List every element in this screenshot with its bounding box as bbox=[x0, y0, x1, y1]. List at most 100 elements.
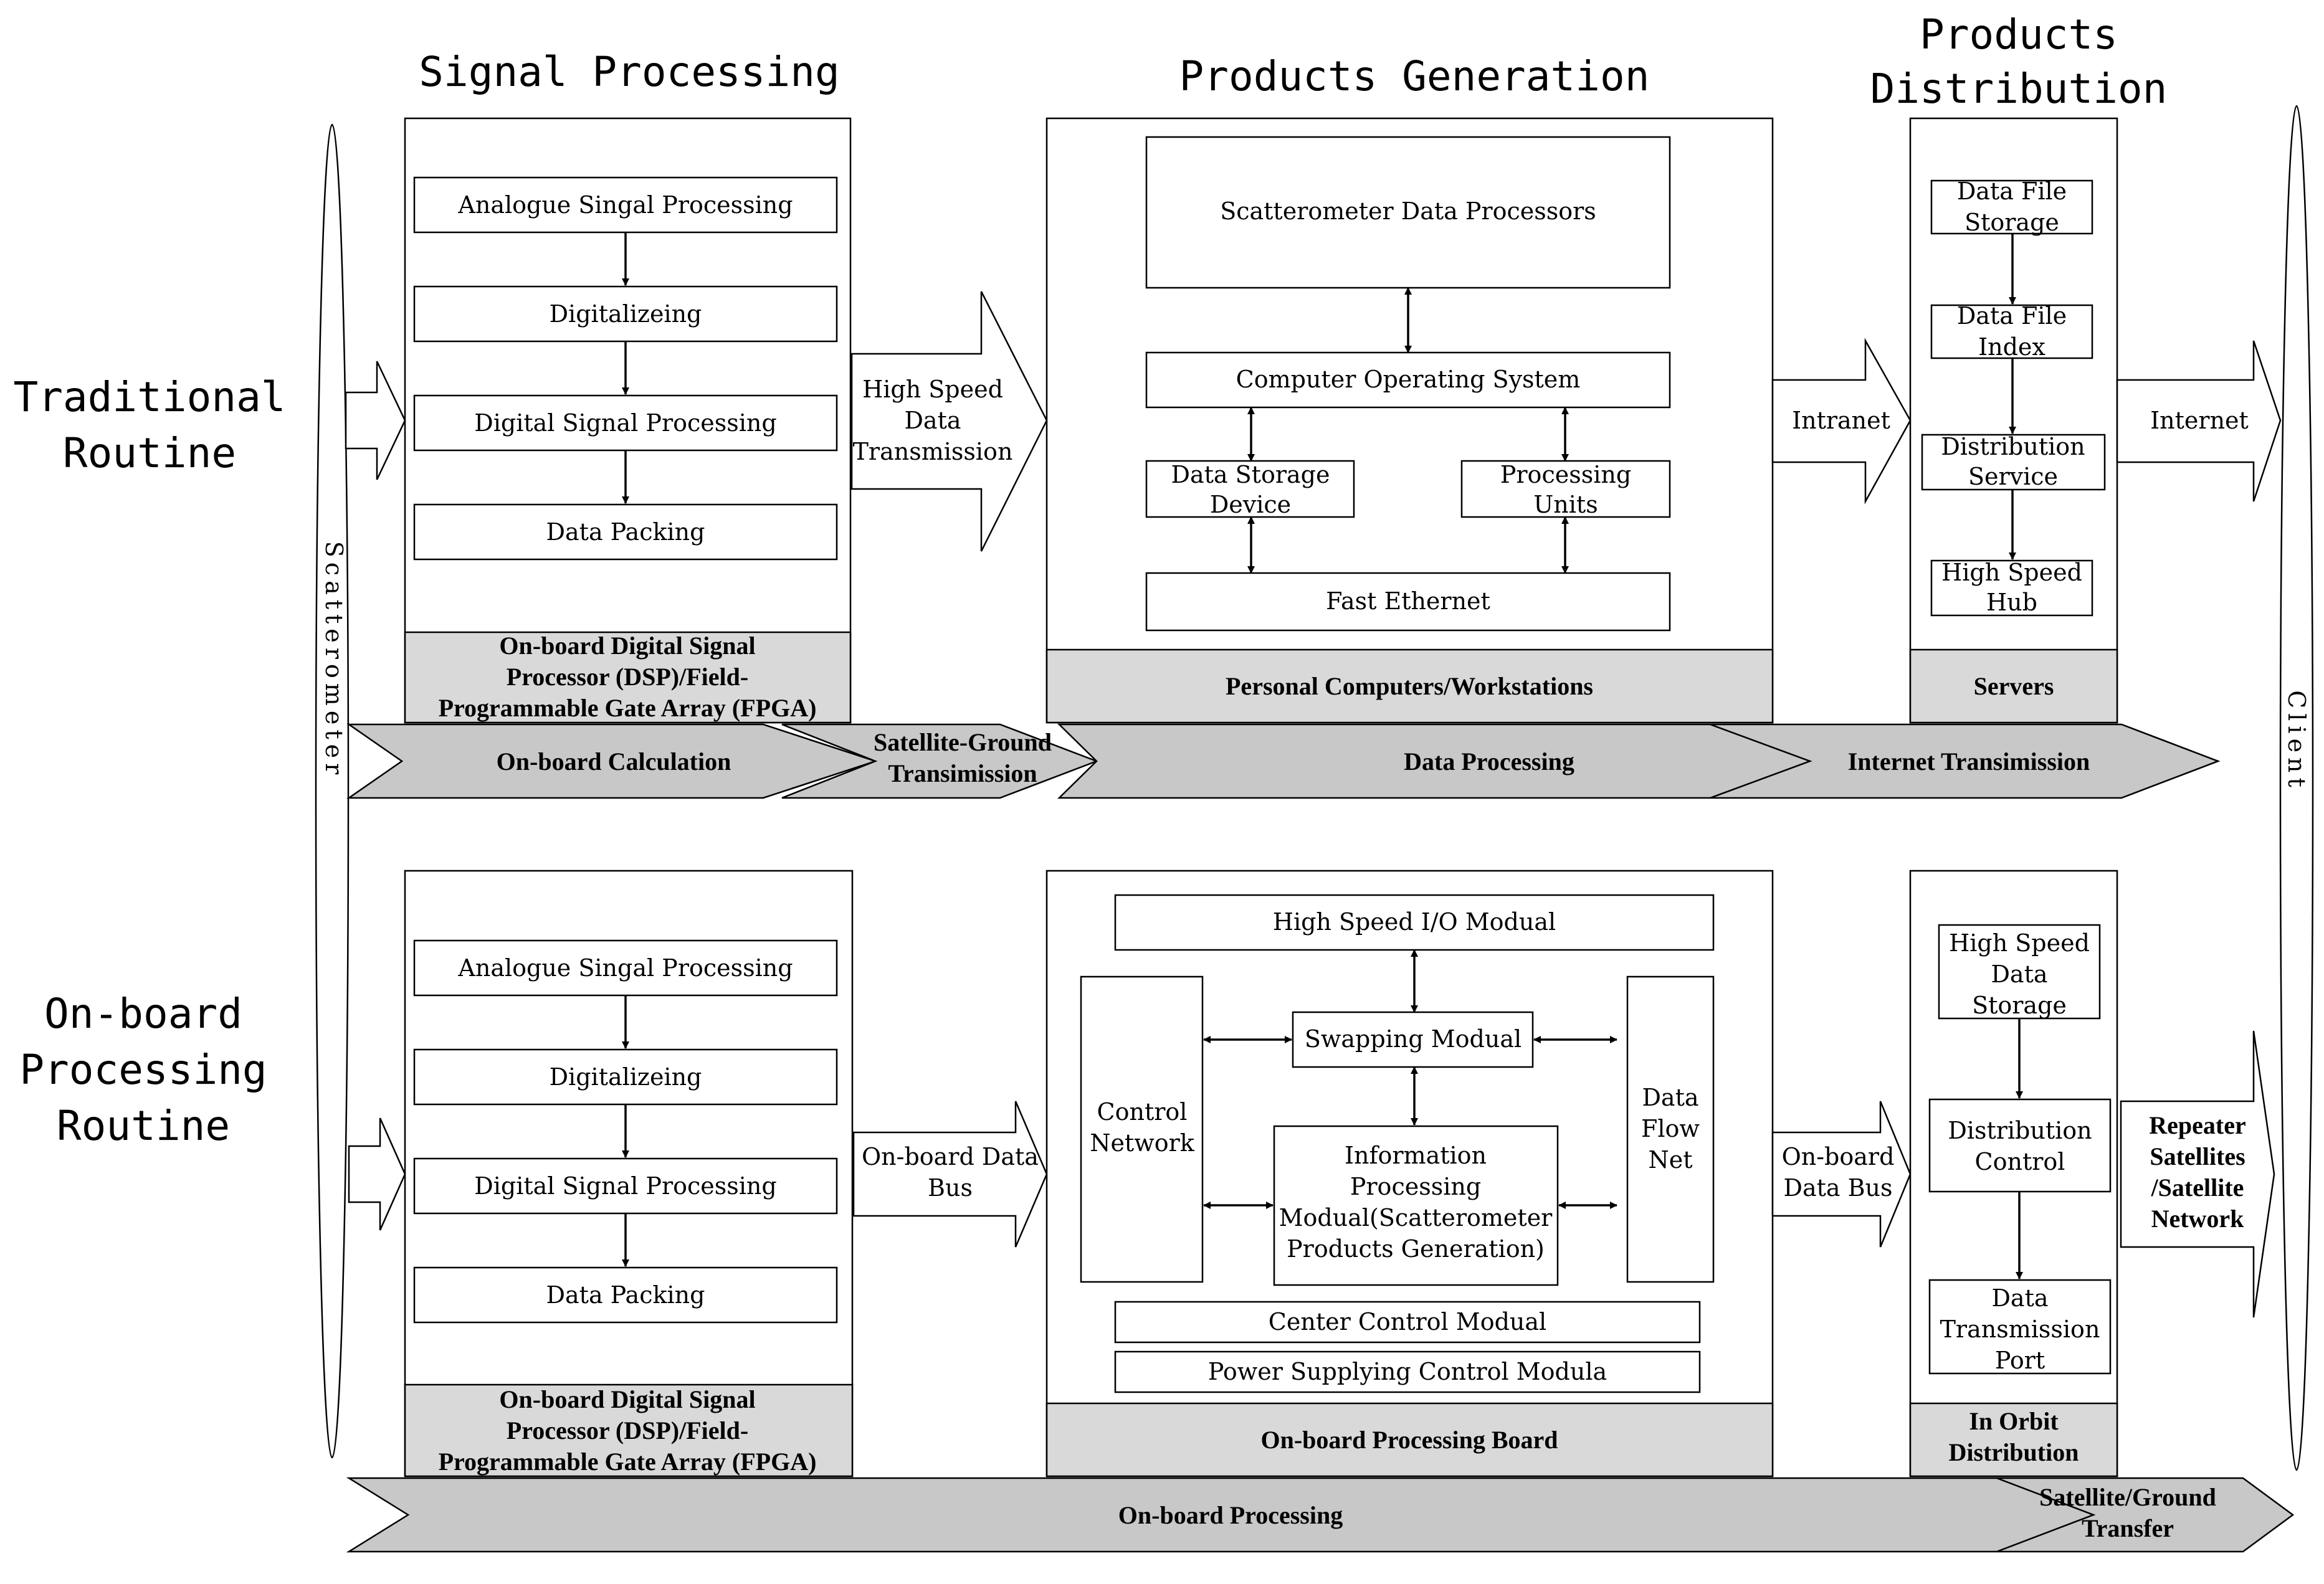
data-flow-net-label-3: Net bbox=[1648, 1146, 1692, 1174]
stage-internet-transmission: Internet Transimission bbox=[1848, 747, 2090, 775]
info-processing-label-4: Products Generation) bbox=[1287, 1235, 1545, 1263]
step-digitalize-onboard: Digitalizeing bbox=[550, 1063, 702, 1091]
client-label: Client bbox=[2283, 690, 2310, 792]
distribution-panel-traditional bbox=[1909, 117, 2118, 724]
hardware-label-traditional-3: Programmable Gate Array (FPGA) bbox=[439, 694, 817, 722]
high-speed-transmission-arrow bbox=[850, 291, 1048, 552]
repeater-satellites-arrow bbox=[2120, 1030, 2275, 1318]
scatterometer-ellipse bbox=[315, 123, 350, 1459]
onboard-bus2-label-2: Data Bus bbox=[1783, 1174, 1892, 1202]
distribution-panel-onboard bbox=[1909, 870, 2118, 1477]
processing-board-label: On-board Processing Board bbox=[1260, 1426, 1558, 1454]
in-orbit-distribution-label-1: In Orbit bbox=[1969, 1407, 2059, 1435]
data-storage-device-label-2: Device bbox=[1210, 491, 1291, 518]
step-dsp-onboard: Digital Signal Processing bbox=[474, 1172, 776, 1200]
hs-data-storage-label-1: High Speed bbox=[1949, 929, 2090, 957]
header-products-generation: Products Generation bbox=[1179, 52, 1650, 100]
transmission-port-label-2: Transmission bbox=[1940, 1316, 2100, 1343]
high-speed-hub-label-2: Hub bbox=[1986, 589, 2037, 616]
routine-onboard-line3: Routine bbox=[57, 1102, 230, 1150]
high-speed-hub-label-1: High Speed bbox=[1941, 559, 2082, 586]
step-packing-traditional: Data Packing bbox=[546, 518, 705, 546]
step-dsp-traditional: Digital Signal Processing bbox=[474, 409, 776, 437]
hardware-label-onboard-2: Processor (DSP)/Field- bbox=[507, 1416, 748, 1444]
data-flow-net-label-2: Flow bbox=[1641, 1115, 1700, 1142]
stage-band-onboard bbox=[346, 1477, 2295, 1553]
routine-traditional-line2: Routine bbox=[63, 429, 236, 477]
routine-onboard-line1: On-board bbox=[44, 990, 242, 1038]
data-flow-net-label-1: Data bbox=[1642, 1084, 1698, 1111]
stage-onboard-processing: On-board Processing bbox=[1118, 1501, 1343, 1529]
input-arrow-traditional bbox=[345, 361, 406, 480]
stage-satellite-ground-line2: Transimission bbox=[888, 759, 1037, 787]
intranet-arrow bbox=[1771, 338, 1912, 505]
stage-satellite-ground-line1: Satellite-Ground bbox=[874, 728, 1052, 756]
fast-ethernet-label: Fast Ethernet bbox=[1326, 587, 1490, 615]
power-control-label: Power Supplying Control Modula bbox=[1208, 1358, 1607, 1385]
header-signal-processing: Signal Processing bbox=[419, 48, 840, 96]
processing-units-label-2: Units bbox=[1533, 491, 1598, 518]
step-analogue-onboard: Analogue Singal Processing bbox=[457, 954, 793, 982]
distribution-service-label-1: Distribution bbox=[1941, 433, 2085, 460]
onboard-bus-label-1: On-board Data bbox=[862, 1143, 1039, 1170]
data-file-index-label-1: Data File bbox=[1957, 302, 2067, 330]
info-processing-label-2: Processing bbox=[1350, 1173, 1481, 1200]
step-analogue-traditional: Analogue Singal Processing bbox=[457, 191, 793, 219]
step-packing-onboard: Data Packing bbox=[546, 1281, 705, 1309]
distribution-service-label-2: Service bbox=[1968, 463, 2058, 490]
scatterometer-label: Scatterometer bbox=[320, 541, 348, 780]
routine-traditional-line1: Traditional bbox=[13, 373, 285, 421]
hardware-label-onboard-3: Programmable Gate Array (FPGA) bbox=[439, 1448, 817, 1476]
swapping-modual-label: Swapping Modual bbox=[1305, 1025, 1522, 1053]
processing-board-panel bbox=[1045, 870, 1774, 1477]
onboard-data-bus-arrow-2 bbox=[1771, 1101, 1912, 1248]
onboard-data-bus-arrow bbox=[852, 1101, 1048, 1248]
onboard-bus2-label-1: On-board bbox=[1782, 1143, 1895, 1170]
data-storage-device-label-1: Data Storage bbox=[1171, 461, 1330, 488]
onboard-bus-label-2: Bus bbox=[928, 1174, 973, 1202]
distribution-control-label-1: Distribution bbox=[1948, 1117, 2092, 1144]
repeater-label-1: Repeater bbox=[2149, 1111, 2245, 1139]
stage-onboard-calculation: On-board Calculation bbox=[497, 747, 731, 775]
stage-data-processing: Data Processing bbox=[1404, 747, 1574, 775]
transmission-port-label-1: Data bbox=[1991, 1284, 2048, 1312]
stage-satellite-ground-transfer-2: Transfer bbox=[2082, 1514, 2174, 1542]
processing-units-label-1: Processing bbox=[1500, 461, 1631, 488]
repeater-label-2: Satellites bbox=[2150, 1142, 2245, 1170]
scatterometer-processors-label: Scatterometer Data Processors bbox=[1220, 197, 1596, 225]
stage-satellite-ground-transfer-1: Satellite/Ground bbox=[2039, 1483, 2216, 1511]
header-products-distribution-line2: Distribution bbox=[1870, 65, 2168, 113]
control-network-label-1: Control bbox=[1097, 1098, 1188, 1126]
hs-data-storage-label-2: Data bbox=[1991, 960, 2047, 988]
signal-panel-traditional bbox=[404, 117, 852, 724]
stage-band-traditional bbox=[346, 723, 2221, 799]
client-ellipse bbox=[2279, 105, 2314, 1471]
routine-onboard-line2: Processing bbox=[19, 1046, 267, 1094]
repeater-label-3: /Satellite bbox=[2151, 1174, 2244, 1202]
info-processing-label-1: Information bbox=[1345, 1142, 1487, 1169]
servers-label: Servers bbox=[1974, 672, 2054, 700]
hs-data-storage-label-3: Storage bbox=[1972, 992, 2067, 1019]
internet-label: Internet bbox=[2150, 407, 2249, 434]
center-control-label: Center Control Modual bbox=[1269, 1308, 1546, 1335]
header-products-distribution-line1: Products bbox=[1920, 11, 2118, 59]
hardware-label-traditional-2: Processor (DSP)/Field- bbox=[507, 663, 748, 691]
in-orbit-distribution-label-2: Distribution bbox=[1949, 1438, 2079, 1466]
generation-panel-traditional bbox=[1045, 117, 1774, 724]
data-file-storage-label-1: Data File bbox=[1957, 178, 2067, 205]
hardware-label-traditional-1: On-board Digital Signal bbox=[499, 632, 755, 660]
data-file-storage-label-2: Storage bbox=[1964, 209, 2059, 236]
repeater-label-4: Network bbox=[2151, 1205, 2245, 1233]
io-modual-label: High Speed I/O Modual bbox=[1273, 908, 1556, 936]
hardware-label-onboard-1: On-board Digital Signal bbox=[499, 1385, 755, 1413]
high-speed-label-1: High Speed bbox=[862, 376, 1003, 403]
operating-system-label: Computer Operating System bbox=[1236, 366, 1581, 393]
control-network-label-2: Network bbox=[1090, 1129, 1195, 1157]
info-processing-label-3: Modual(Scatterometer bbox=[1279, 1204, 1553, 1231]
internet-arrow bbox=[2116, 340, 2282, 502]
input-arrow-onboard bbox=[348, 1117, 406, 1231]
distribution-control-label-2: Control bbox=[1975, 1148, 2065, 1175]
step-digitalize-traditional: Digitalizeing bbox=[550, 300, 702, 328]
transmission-port-label-3: Port bbox=[1995, 1347, 2045, 1374]
